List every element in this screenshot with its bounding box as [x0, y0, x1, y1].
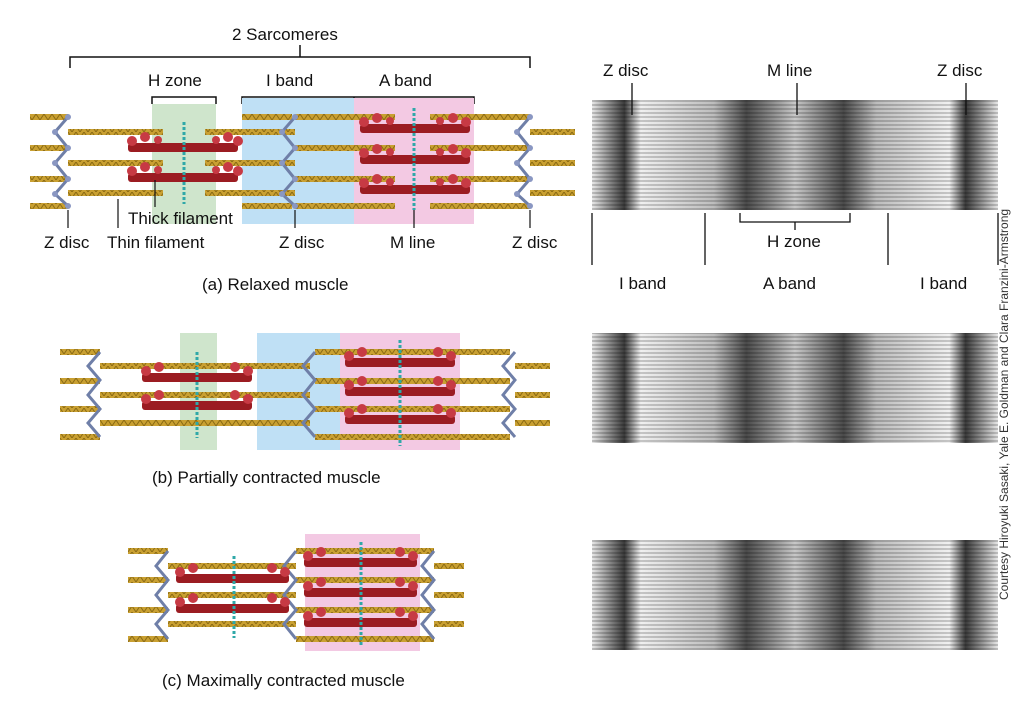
- micro-h-zone-label: H zone: [767, 232, 821, 251]
- micrograph-relaxed: [592, 100, 998, 210]
- z-disc-right-label: Z disc: [512, 233, 558, 252]
- maximal-caption: (c) Maximally contracted muscle: [162, 671, 405, 690]
- micro-i-band-right-label: I band: [920, 274, 968, 293]
- micro-z-disc-right-label: Z disc: [937, 61, 983, 80]
- relaxed-caption: (a) Relaxed muscle: [202, 275, 349, 294]
- two-sarcomeres-label: 2 Sarcomeres: [232, 25, 338, 44]
- z-disc-mid-label: Z disc: [279, 233, 325, 252]
- photo-credit: Courtesy Hiroyuki Sasaki, Yale E. Goldma…: [997, 208, 1011, 600]
- m-line-label: M line: [390, 233, 436, 252]
- two-sarcomeres-bracket: [69, 56, 531, 68]
- micrograph-maximal: [592, 540, 998, 650]
- thin-filament-label: Thin filament: [107, 233, 205, 252]
- thick-filament-label: Thick filament: [128, 209, 233, 228]
- h-zone-label: H zone: [148, 71, 202, 90]
- micrograph-partial: [592, 333, 998, 443]
- maximal-filaments: [128, 542, 464, 646]
- z-disc-left-label: Z disc: [44, 233, 90, 252]
- relaxed-filaments: [30, 108, 575, 210]
- partial-caption: (b) Partially contracted muscle: [152, 468, 381, 487]
- i-band-label: I band: [266, 71, 314, 90]
- a-band-label: A band: [379, 71, 432, 90]
- micro-z-disc-left-label: Z disc: [603, 61, 649, 80]
- micro-m-line-label: M line: [767, 61, 813, 80]
- micro-a-band-label: A band: [763, 274, 816, 293]
- partial-filaments: [60, 340, 550, 446]
- micro-i-band-left-label: I band: [619, 274, 667, 293]
